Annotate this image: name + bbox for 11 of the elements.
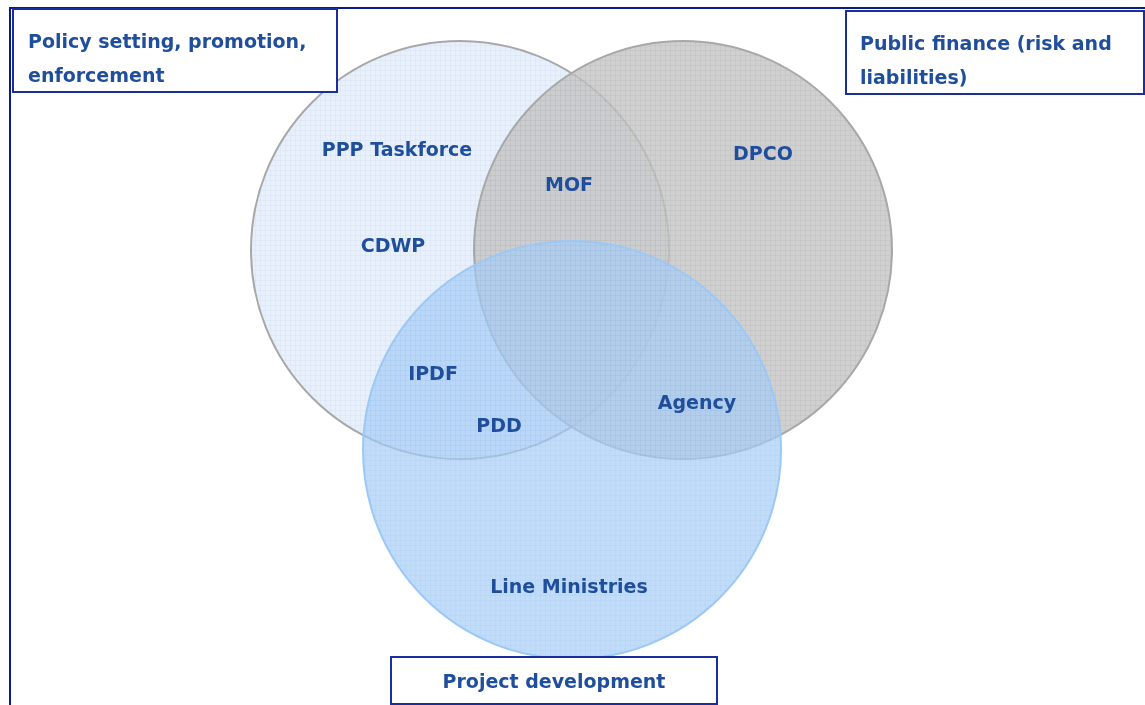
set-label: PDD — [476, 412, 522, 438]
category-box: Policy setting, promotion, enforcement — [12, 8, 338, 93]
set-label: CDWP — [360, 232, 426, 258]
set-label: PPP Taskforce — [321, 136, 473, 162]
set-label: DPCO — [733, 140, 793, 166]
set-label: Agency — [657, 389, 737, 415]
category-box: Public finance (risk and liabilities) — [845, 10, 1145, 95]
category-box: Project development — [390, 656, 718, 705]
set-label: MOF — [545, 171, 593, 197]
set-label: IPDF — [408, 360, 458, 386]
set-label: Line Ministries — [490, 573, 648, 599]
